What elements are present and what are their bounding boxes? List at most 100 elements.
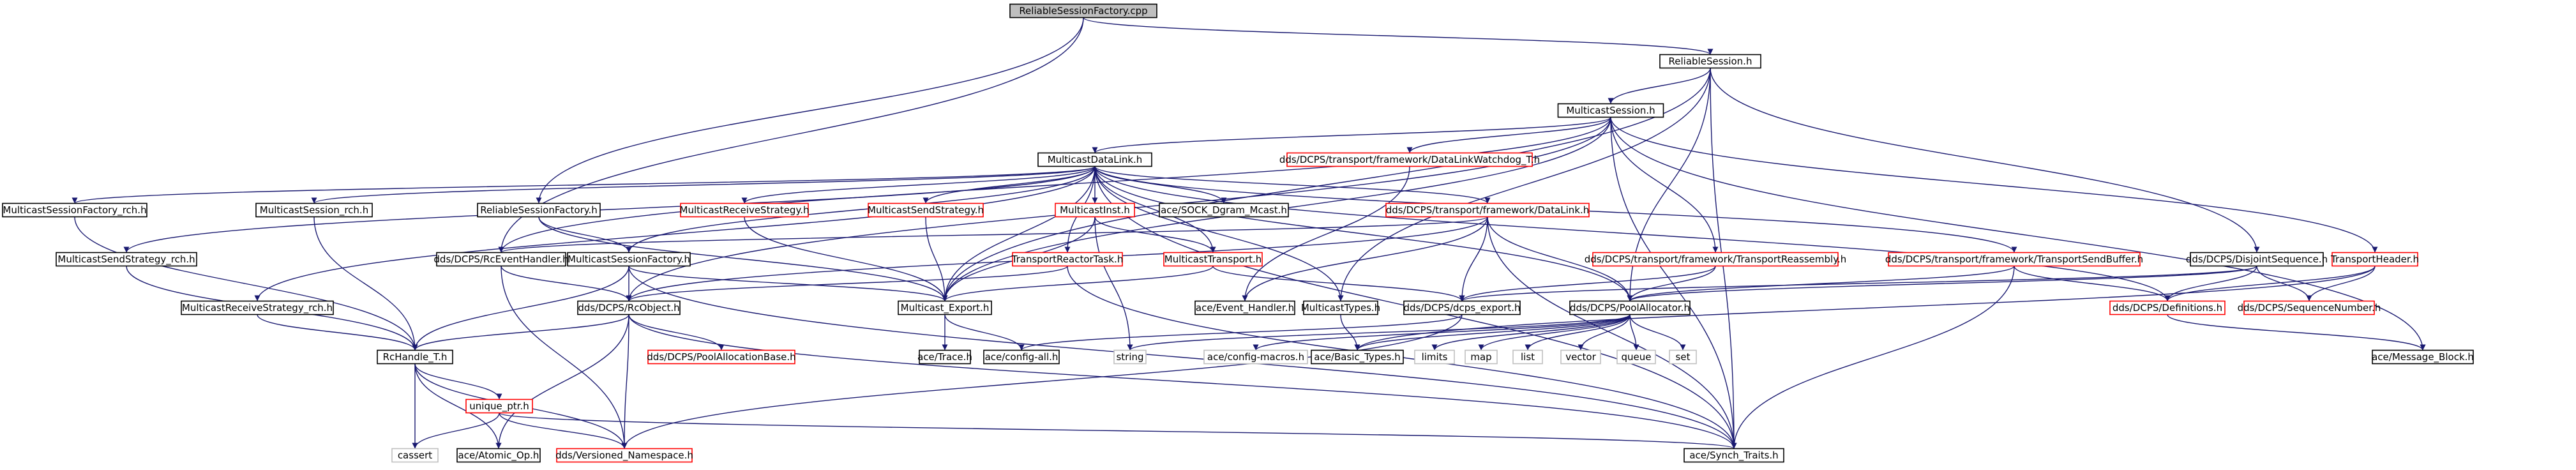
node-label: ReliableSessionFactory.h [480,204,598,216]
node-minst-h[interactable]: MulticastInst.h [1055,202,1135,218]
edge-dcpsexp_h-to-vn_h [621,314,1463,449]
node-box [1012,252,1123,267]
node-label: limits [1422,351,1448,363]
node-limits: limits [1414,349,1455,365]
node-mss-rch[interactable]: MulticastSendStrategy_rch.h [56,252,197,267]
node-box [1557,103,1664,118]
node-label: MulticastSession_rch.h [260,204,368,216]
node-label: MulticastSession.h [1566,105,1655,116]
edge-mdl_h-to-mrs_rch [254,166,1096,301]
node-root[interactable]: ReliableSessionFactory.cpp [1009,3,1157,19]
node-bt-h[interactable]: ace/Basic_Types.h [1311,349,1404,365]
node-trt-h[interactable]: TransportReactorTask.h [1011,252,1124,267]
node-mexp-h[interactable]: Multicast_Export.h [898,300,992,315]
node-label: dds/DCPS/DisjointSequence.h [2186,254,2328,265]
edge-mdl_h-to-pa_h [1094,166,1633,301]
node-aeh-h[interactable]: ace/Event_Handler.h [1194,300,1295,315]
node-box [1569,300,1691,315]
node-list: list [1512,349,1543,365]
node-cfgmac-h: ace/config-macros.h [1203,349,1308,365]
node-dcpsexp-h[interactable]: dds/DCPS/dcps_export.h [1403,300,1521,315]
node-cfgall-h[interactable]: ace/config-all.h [983,349,1060,365]
node-box [1303,300,1378,315]
node-rsf-h[interactable]: ReliableSessionFactory.h [477,202,601,218]
node-synch-h[interactable]: ace/Synch_Traits.h [1683,448,1784,463]
node-trace-h[interactable]: ace/Trace.h [917,349,972,365]
edge-mdl_h-to-ms_rch [311,165,1096,204]
edge-mss_h-to-mexp_h [925,216,948,301]
node-mdl-h[interactable]: MulticastDataLink.h [1037,152,1152,167]
edge-tr_h-to-pa_h [1627,266,1716,301]
node-box [1592,252,1839,267]
node-pab-h[interactable]: dds/DCPS/PoolAllocationBase.h [647,349,796,365]
node-label: ace/config-macros.h [1207,351,1304,363]
node-box [1403,300,1521,315]
node-dl-h[interactable]: dds/DCPS/transport/framework/DataLink.h [1385,202,1590,218]
node-sock-h[interactable]: ace/SOCK_Dgram_Mcast.h [1159,202,1289,218]
edge-ms_h-to-mb_h [1610,117,2426,351]
edge-pa_h-to-bt_h [1354,314,1631,351]
edge-mdl_h-to-mss_rch [123,166,1096,253]
node-label: ace/config-all.h [985,351,1058,363]
edge-ms_h-to-synch_h [1610,117,1737,449]
node-label: dds/Versioned_Namespace.h [555,450,693,462]
node-msfac-h[interactable]: MulticastSessionFactory.h [567,252,691,267]
node-box [1037,152,1152,167]
node-label: dds/DCPS/transport/framework/DataLink.h [1386,204,1590,216]
node-rceh-h[interactable]: dds/DCPS/RcEventHandler.h [433,252,569,267]
edge-pa_h-to-queue [1629,314,1639,351]
node-mb-h[interactable]: ace/Message_Block.h [2372,349,2474,365]
node-pa-h[interactable]: dds/DCPS/PoolAllocator.h [1569,300,1691,315]
edge-dl_h-to-pa_h [1487,216,1633,301]
edge-dl_h-to-dcpsexp_h [1459,216,1488,301]
node-box [1163,252,1263,267]
edge-tsb_h-to-def_h [2014,266,2171,301]
edge-rco_h-to-rch_h [412,314,629,351]
edge-ds_h-to-def_h [2164,266,2257,301]
node-vn-h[interactable]: dds/Versioned_Namespace.h [555,448,693,463]
node-tr-h[interactable]: dds/DCPS/transport/framework/TransportRe… [1585,252,1846,267]
node-box [181,300,334,315]
node-rch-h[interactable]: RcHandle_T.h [377,349,453,365]
node-label: ace/Basic_Types.h [1314,351,1400,363]
edge-mdl_h-to-mrs_h [741,165,1096,204]
node-label: MulticastSessionFactory_rch.h [3,204,146,216]
node-seqn-h[interactable]: dds/DCPS/SequenceNumber.h [2238,300,2381,315]
node-box [1203,349,1308,365]
node-box [1055,202,1135,218]
node-mrs-h[interactable]: MulticastReceiveStrategy.h [680,202,810,218]
node-mt-h[interactable]: MulticastTransport.h [1163,252,1263,267]
node-tsb-h[interactable]: dds/DCPS/transport/framework/TransportSe… [1885,252,2143,267]
node-mtypes-h[interactable]: MulticastTypes.h [1301,300,1380,315]
node-label: ace/Trace.h [917,351,972,363]
node-ds-h[interactable]: dds/DCPS/DisjointSequence.h [2186,252,2328,267]
node-box [465,398,533,414]
node-box [983,349,1060,365]
node-box [1888,252,2141,267]
node-mrs-rch[interactable]: MulticastReceiveStrategy_rch.h [181,300,334,315]
node-box [2372,349,2474,365]
edge-ms_h-to-th_h [1610,117,2378,253]
node-dlwt-h[interactable]: dds/DCPS/transport/framework/DataLinkWat… [1279,152,1540,167]
node-label: ace/Message_Block.h [2372,351,2474,363]
node-uptr-h[interactable]: unique_ptr.h [465,398,533,414]
node-msf-rch[interactable]: MulticastSessionFactory_rch.h [2,202,147,218]
node-mss-h[interactable]: MulticastSendStrategy.h [868,202,984,218]
node-vector: vector [1560,349,1601,365]
edge-tr_h-to-dcpsexp_h [1459,266,1716,301]
node-ms-h[interactable]: MulticastSession.h [1557,103,1664,118]
node-rco-h[interactable]: dds/DCPS/RcObject.h [577,300,681,315]
node-box [391,448,439,463]
node-label: ace/SOCK_Dgram_Mcast.h [1161,204,1287,216]
edge-mdl_h-to-dl_h [1094,165,1491,204]
node-th-h[interactable]: TransportHeader.h [2330,252,2419,267]
node-box [2109,300,2226,315]
node-label: MulticastDataLink.h [1048,154,1143,165]
node-rs-h[interactable]: ReliableSession.h [1659,54,1761,69]
node-aop-h[interactable]: ace/Atomic_Op.h [456,448,541,463]
node-label: ReliableSessionFactory.cpp [1019,5,1147,17]
node-label: dds/DCPS/SequenceNumber.h [2238,302,2381,314]
node-ms-rch[interactable]: MulticastSession_rch.h [255,202,373,218]
node-def-h[interactable]: dds/DCPS/Definitions.h [2109,300,2226,315]
